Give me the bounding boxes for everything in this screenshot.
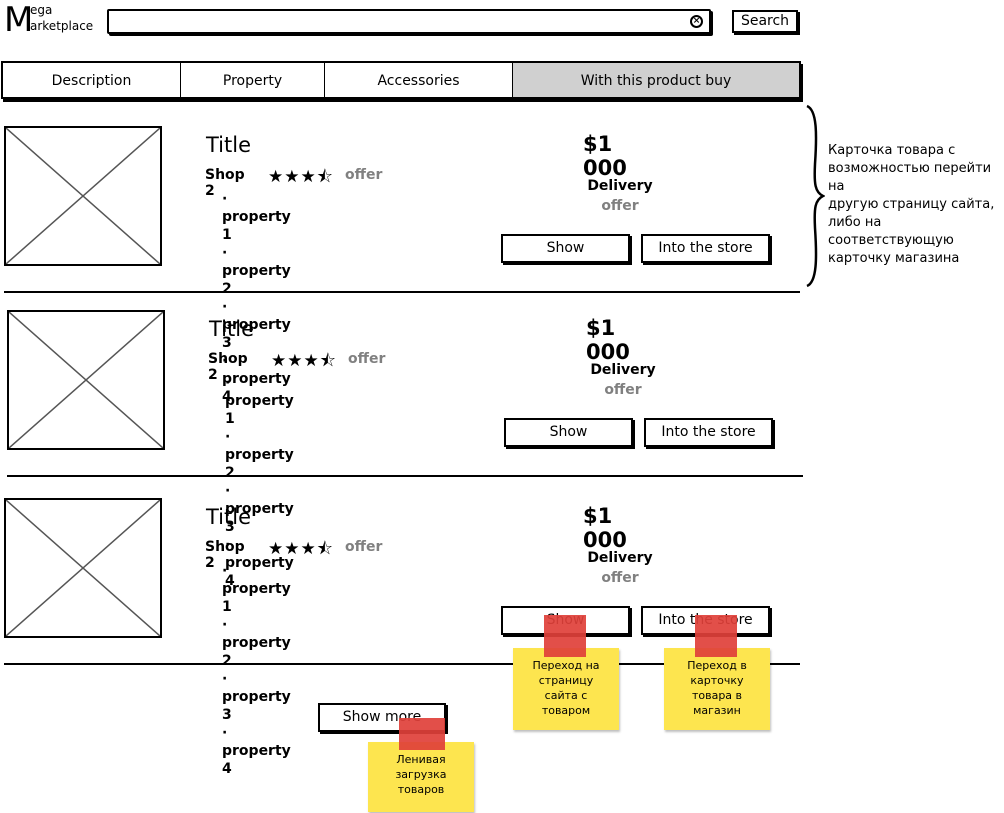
list-item: ·property 2 bbox=[222, 617, 291, 669]
list-item: ·property 1 bbox=[222, 191, 291, 243]
product-image-placeholder[interactable] bbox=[4, 126, 162, 266]
into-the-store-button[interactable]: Into the store bbox=[641, 234, 770, 263]
clear-icon[interactable]: × bbox=[690, 15, 703, 28]
property-list: ·property 1 ·property 2 ·property 3 ·pro… bbox=[222, 562, 291, 778]
product-price: $1 000 bbox=[583, 504, 627, 552]
shop-name[interactable]: Shop 2 bbox=[205, 539, 245, 571]
rating-stars: ★★★⯪ bbox=[268, 539, 334, 559]
tape-strip bbox=[544, 615, 586, 657]
row-divider bbox=[7, 475, 803, 477]
product-title[interactable]: Title bbox=[206, 133, 252, 157]
product-image-placeholder[interactable] bbox=[7, 310, 165, 450]
list-item: ·property 4 bbox=[225, 537, 294, 589]
list-item: ·property 1 bbox=[222, 563, 291, 615]
row-divider bbox=[4, 291, 800, 293]
list-item: ·property 4 bbox=[222, 725, 291, 777]
delivery-offer: offer bbox=[601, 570, 639, 586]
shop-name[interactable]: Shop 2 bbox=[208, 351, 248, 383]
logo-text-line1: ega bbox=[30, 3, 53, 17]
product-price: $1 000 bbox=[583, 132, 627, 180]
product-image-placeholder[interactable] bbox=[4, 498, 162, 638]
delivery-label: Delivery bbox=[587, 178, 653, 194]
offer-label: offer bbox=[348, 351, 386, 367]
list-item: ·property 4 bbox=[222, 353, 291, 405]
list-item: ·property 3 bbox=[225, 483, 294, 535]
list-item: ·property 1 bbox=[225, 375, 294, 427]
product-title[interactable]: Title bbox=[209, 317, 255, 341]
product-price: $1 000 bbox=[586, 316, 630, 364]
rating-stars: ★★★⯪ bbox=[268, 167, 334, 187]
show-button[interactable]: Show bbox=[504, 418, 633, 447]
into-the-store-button[interactable]: Into the store bbox=[644, 418, 773, 447]
list-item: ·property 3 bbox=[222, 299, 291, 351]
product-title[interactable]: Title bbox=[206, 505, 252, 529]
row-divider bbox=[4, 663, 800, 665]
sticky-note-store: Переход в карточку товара в магазин bbox=[664, 648, 770, 730]
sticky-note-show: Переход на страницу сайта с товаром bbox=[513, 648, 619, 730]
tab-with-this-product-buy[interactable]: With this product buy bbox=[513, 63, 799, 97]
tab-bar: Description Property Accessories With th… bbox=[1, 61, 801, 99]
tab-accessories[interactable]: Accessories bbox=[325, 63, 513, 97]
tape-strip bbox=[695, 615, 737, 657]
offer-label: offer bbox=[345, 167, 383, 183]
delivery-label: Delivery bbox=[587, 550, 653, 566]
search-button[interactable]: Search bbox=[732, 10, 798, 33]
tab-description[interactable]: Description bbox=[3, 63, 181, 97]
tape-strip bbox=[399, 718, 445, 750]
offer-label: offer bbox=[345, 539, 383, 555]
delivery-offer: offer bbox=[604, 382, 642, 398]
rating-stars: ★★★⯪ bbox=[271, 351, 337, 371]
property-list: ·property 1 ·property 2 ·property 3 ·pro… bbox=[222, 190, 291, 406]
search-input[interactable]: × bbox=[107, 9, 711, 34]
tab-property[interactable]: Property bbox=[181, 63, 325, 97]
logo-letter-m: M bbox=[4, 0, 34, 40]
list-item: ·property 2 bbox=[222, 245, 291, 297]
list-item: ·property 3 bbox=[222, 671, 291, 723]
shop-name[interactable]: Shop 2 bbox=[205, 167, 245, 199]
show-button[interactable]: Show bbox=[501, 234, 630, 263]
property-list: ·property 1 ·property 2 ·property 3 ·pro… bbox=[225, 374, 294, 590]
curly-brace bbox=[806, 104, 825, 288]
annotation-text: Карточка товара с возможностью перейти н… bbox=[828, 143, 995, 266]
delivery-label: Delivery bbox=[590, 362, 656, 378]
sticky-note-lazy-loading: Ленивая загрузка товаров bbox=[368, 742, 474, 812]
list-item: ·property 2 bbox=[225, 429, 294, 481]
delivery-offer: offer bbox=[601, 198, 639, 214]
logo-text-line2: arketplace bbox=[30, 19, 94, 33]
